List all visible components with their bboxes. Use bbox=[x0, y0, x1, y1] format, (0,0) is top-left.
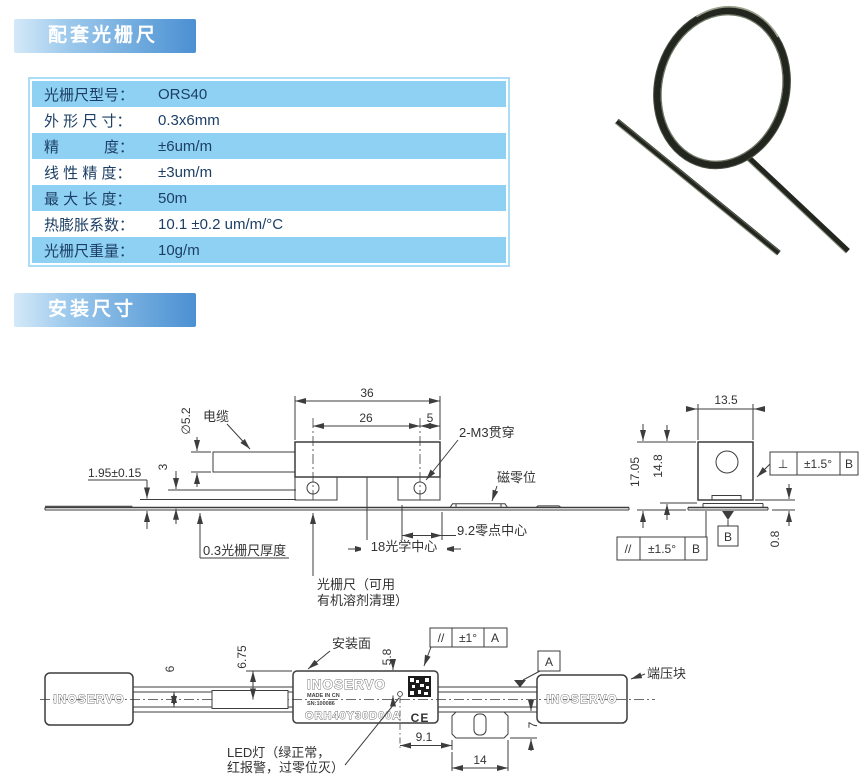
dim-6-75: 6.75 bbox=[235, 645, 249, 669]
spec-value: 10.1 ±0.2 um/m/°C bbox=[158, 215, 284, 233]
mounting-drawing: 36 26 5 ∅5.2 电缆 2-M3贯穿 磁零位 1.95±0.15 3 bbox=[40, 386, 859, 775]
dim-cable-diameter: ∅5.2 bbox=[179, 407, 193, 434]
spec-value: ±3um/m bbox=[158, 163, 213, 181]
end-view-tab bbox=[711, 495, 742, 501]
scale-tape-photo bbox=[614, 5, 850, 256]
spec-row: 线 性 精 度： ±3um/m bbox=[32, 159, 506, 185]
spec-row: 精 度： ±6um/m bbox=[32, 133, 506, 159]
section-title-matching-scale: 配套光栅尺 bbox=[14, 19, 196, 53]
tol-symbol: // bbox=[438, 631, 445, 645]
dim-13-5: 13.5 bbox=[714, 393, 738, 407]
dim-0-8: 0.8 bbox=[768, 530, 782, 547]
magnetic-zero-tab bbox=[449, 503, 508, 508]
end-clamp-label: 端压块 bbox=[647, 666, 686, 681]
datum-b-symbol: B bbox=[717, 511, 739, 547]
para-datum: B bbox=[692, 542, 700, 556]
spec-row: 最 大 长 度： 50m bbox=[32, 185, 506, 211]
spec-label: 外 形 尺 寸： bbox=[44, 112, 132, 130]
dim-gap: 1.95±0.15 bbox=[88, 466, 142, 480]
dim-optical-center: 18光学中心 bbox=[371, 539, 437, 554]
spec-label: 光栅尺重量： bbox=[44, 242, 135, 260]
spec-label: 精 度： bbox=[44, 138, 135, 156]
connector-block bbox=[44, 672, 134, 726]
dim-14-8: 14.8 bbox=[651, 454, 665, 478]
clamp-piece bbox=[451, 711, 509, 739]
dim-5: 5 bbox=[427, 411, 434, 425]
magnetic-zero-label: 磁零位 bbox=[497, 470, 536, 485]
end-clamp-brand: INOSERVO bbox=[546, 692, 617, 706]
reader-head-body bbox=[294, 441, 441, 478]
tol-value: ±1° bbox=[459, 631, 477, 645]
spec-table: 光栅尺型号： ORS40 外 形 尺 寸： 0.3x6mm 精 度： ±6um/m 线… bbox=[28, 77, 510, 267]
dim-zero-center: 9.2零点中心 bbox=[457, 523, 527, 538]
tape-coil-image bbox=[653, 5, 850, 254]
spec-row: 光栅尺重量： 10g/m bbox=[32, 237, 506, 263]
dim-3: 3 bbox=[156, 463, 170, 470]
scale-strip bbox=[44, 503, 630, 511]
scale-strip-end bbox=[687, 506, 769, 511]
tol-datum: A bbox=[491, 631, 499, 645]
head-made-in: MADE IN CN bbox=[307, 693, 340, 699]
parallelism-a-frame: // ±1° A bbox=[423, 627, 508, 667]
perp-value: ±1.5° bbox=[804, 457, 832, 471]
datum-a-label: A bbox=[545, 655, 553, 669]
cable-sleeve bbox=[211, 690, 289, 709]
mount-foot-left bbox=[294, 476, 338, 501]
led-label-line2: 红报警，过零位灭） bbox=[227, 760, 344, 775]
dim-36: 36 bbox=[360, 386, 374, 400]
led-label-line1: LED灯（绿正常， bbox=[227, 745, 330, 760]
connector-brand: INOSERVO bbox=[53, 692, 124, 706]
datum-b-label: B bbox=[724, 530, 732, 544]
head-brand: INOSERVO bbox=[307, 677, 386, 692]
cable-label: 电缆 bbox=[203, 409, 229, 424]
spec-value: ±6um/m bbox=[158, 137, 213, 155]
side-view: 36 26 5 ∅5.2 电缆 2-M3贯穿 磁零位 1.95±0.15 3 bbox=[44, 386, 630, 608]
dim-14: 14 bbox=[473, 753, 487, 767]
parallelism-tolerance-frame: // ±1.5° B bbox=[616, 511, 708, 561]
spec-label: 热膨胀系数： bbox=[44, 216, 135, 234]
perp-datum: B bbox=[845, 457, 853, 471]
scale-thickness-label: 0.3光栅尺厚度 bbox=[203, 543, 286, 558]
spec-value: 0.3x6mm bbox=[158, 111, 220, 129]
perp-symbol: ⊥ bbox=[778, 457, 788, 471]
spec-row: 外 形 尺 寸： 0.3x6mm bbox=[32, 107, 506, 133]
dim-9-1: 9.1 bbox=[416, 730, 433, 744]
spec-label: 最 大 长 度： bbox=[44, 190, 132, 208]
dim-17-05: 17.05 bbox=[628, 457, 642, 487]
section-title-mounting-dims: 安装尺寸 bbox=[14, 293, 196, 327]
mounting-surface-label: 安装面 bbox=[332, 636, 371, 651]
scale-note-line1: 光栅尺（可用 bbox=[317, 577, 395, 592]
head-serial: SN:100086 bbox=[307, 701, 335, 707]
tape-strip-image bbox=[614, 118, 781, 256]
dim-7: 7 bbox=[526, 721, 540, 728]
spec-row: 光栅尺型号： ORS40 bbox=[32, 81, 506, 107]
perpendicularity-tolerance-frame: ⊥ ±1.5° B bbox=[756, 451, 859, 478]
ce-mark: CE bbox=[411, 711, 430, 725]
end-clamp-block bbox=[536, 674, 628, 724]
top-view: INOSERVO 6 6.75 INOSERVO MADE IN CN SN:1… bbox=[40, 627, 686, 775]
end-view-hole bbox=[715, 450, 739, 474]
spec-row: 热膨胀系数： 10.1 ±0.2 um/m/°C bbox=[32, 211, 506, 237]
spec-label: 光栅尺型号： bbox=[44, 86, 135, 104]
mount-foot-right bbox=[397, 476, 441, 501]
spec-label: 线 性 精 度： bbox=[44, 164, 132, 182]
spec-value: 50m bbox=[158, 189, 188, 207]
dim-26: 26 bbox=[359, 411, 373, 425]
cable bbox=[212, 451, 296, 473]
qr-code bbox=[408, 676, 431, 697]
end-clamp-side bbox=[535, 505, 562, 508]
scale-note-line2: 有机溶剂清理） bbox=[317, 593, 408, 608]
para-symbol: // bbox=[625, 542, 632, 556]
spec-value: ORS40 bbox=[158, 85, 208, 103]
dim-6: 6 bbox=[163, 665, 177, 672]
datum-a-symbol: A bbox=[514, 650, 561, 688]
para-value: ±1.5° bbox=[648, 542, 676, 556]
head-model: ORH40Y30D00A bbox=[305, 710, 401, 722]
end-view: 13.5 17.05 14.8 ⊥ ±1.5° B B bbox=[616, 393, 859, 561]
spec-value: 10g/m bbox=[158, 241, 200, 259]
reader-head-top bbox=[292, 670, 439, 724]
screw-holes-label: 2-M3贯穿 bbox=[459, 425, 515, 440]
dim-5-8: 5.8 bbox=[380, 648, 394, 665]
led-indicator bbox=[397, 691, 403, 697]
